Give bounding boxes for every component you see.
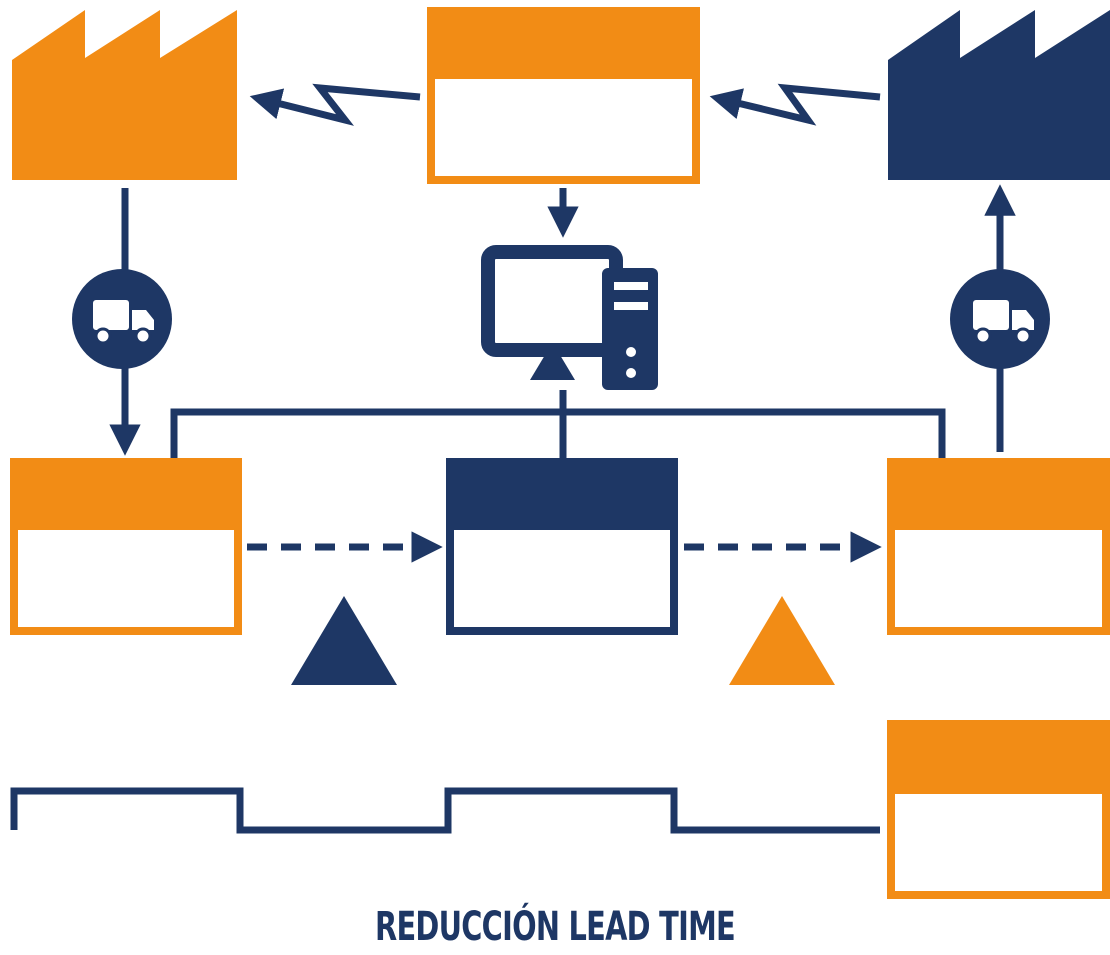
supplier-factory-icon [12, 10, 237, 180]
information-bus [170, 390, 946, 458]
computer-icon [481, 245, 658, 390]
process-box-left [10, 458, 242, 635]
customer-factory-icon [888, 10, 1110, 180]
inventory-triangle-navy [291, 596, 397, 685]
page-title: REDUCCIÓN LEAD TIME [374, 904, 736, 950]
right-truck-icon [950, 269, 1050, 369]
process-box-right [887, 458, 1110, 635]
inventory-triangle-orange [729, 596, 835, 685]
timeline-line [10, 787, 880, 834]
electronic-flow-arrow-right [709, 83, 881, 126]
lead-time-box [887, 720, 1110, 899]
process-box-center [446, 458, 678, 635]
production-control-box [427, 7, 700, 184]
electronic-flow-arrow-left [249, 83, 421, 126]
left-truck-icon [72, 269, 172, 369]
